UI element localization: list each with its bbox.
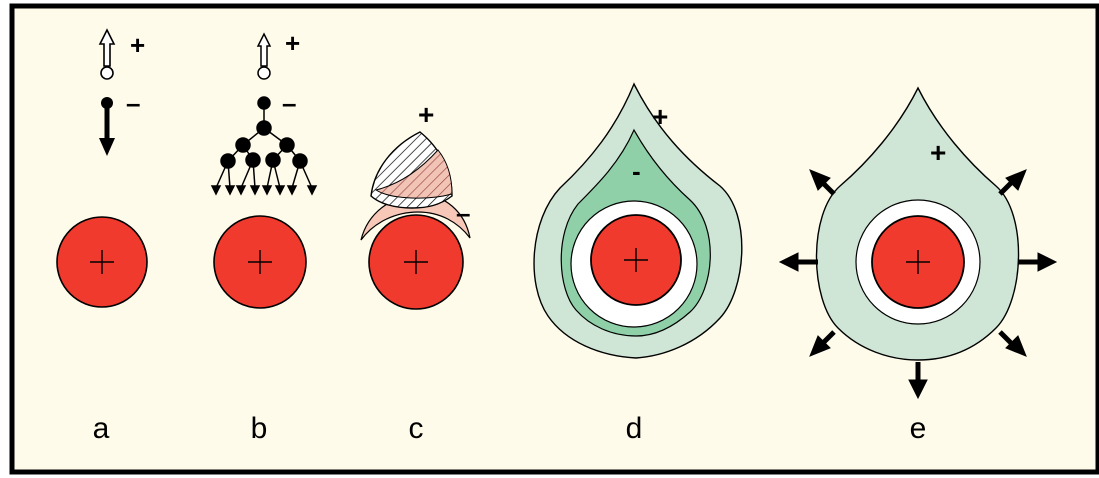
panel-c-nucleus [369, 215, 463, 309]
panel-b-label: b [251, 412, 268, 445]
panel-a-lower-sign: – [126, 88, 140, 118]
panel-e-nucleus [872, 216, 964, 308]
panel-d-nucleus [591, 215, 681, 305]
panel-c-lower-sign: – [456, 198, 470, 228]
panel-e-label: e [910, 412, 927, 445]
panel-d-label: d [626, 412, 643, 445]
panel-a-upper-sign: + [130, 30, 145, 60]
panel-b-nucleus [214, 216, 306, 308]
panel-b-lower-sign: – [282, 88, 296, 118]
panel-e-cloud-sign: + [930, 137, 946, 168]
panel-c-label: c [409, 412, 424, 445]
panel-a-nucleus [57, 217, 147, 307]
panel-c-upper-sign: + [418, 99, 434, 130]
panel-a-label: a [93, 412, 110, 445]
panel-b-upper-sign: + [285, 28, 300, 58]
panel-d-outer-sign: + [652, 101, 668, 132]
panel-d-inner-sign: - [632, 156, 641, 186]
